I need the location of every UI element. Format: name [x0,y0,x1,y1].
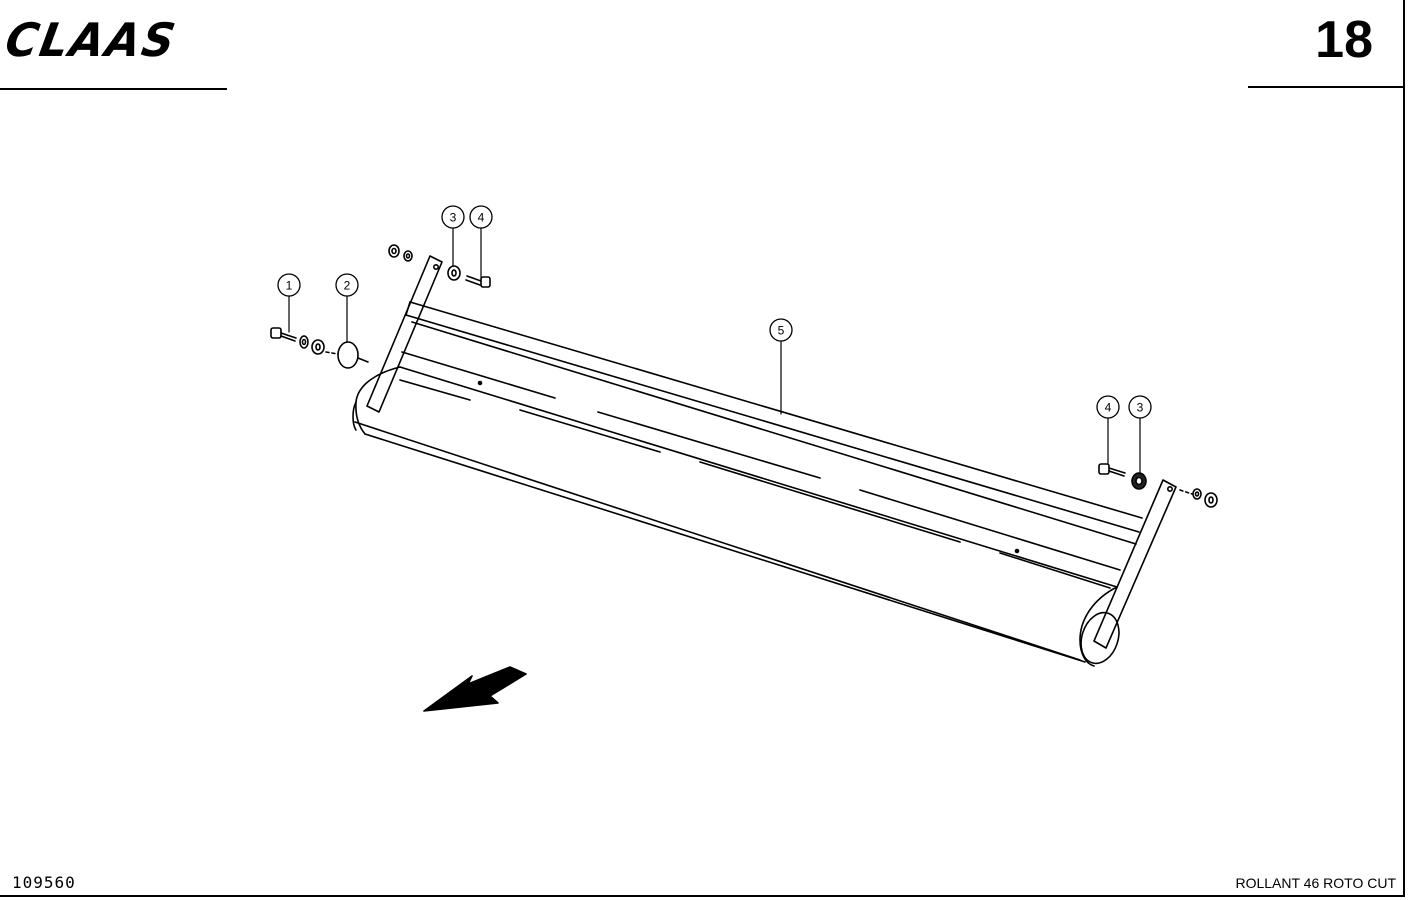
callout-3-right: 3 [1128,395,1152,419]
callout-3-left: 3 [441,205,465,229]
nut-washer-top-left [388,244,413,262]
callout-label-3-left: 3 [450,211,457,225]
nut-part-3-right [1131,472,1147,490]
callout-label-3-right: 3 [1137,401,1144,415]
washer-left [299,335,309,349]
nut-left [311,339,325,355]
left-side-plate [366,255,443,413]
callout-label-1: 1 [286,279,293,293]
model-name: ROLLANT 46 ROTO CUT [1235,875,1396,891]
drawing-number: 109560 [12,873,76,892]
callout-label-4-left: 4 [478,211,485,225]
bolt-part-1 [270,327,297,342]
callout-1: 1 [277,273,301,297]
deflector-beam [352,301,1143,667]
arrow-down-left-icon [423,666,527,712]
page-number: 18 [1315,11,1373,69]
callout-4-right: 4 [1096,395,1120,419]
callout-5: 5 [769,318,793,342]
leader-lines [288,227,1141,475]
nut-part-3-left [447,265,461,281]
callout-2: 2 [335,273,359,297]
washer-nut-right [1179,488,1218,508]
header-page-box: 18 [1248,0,1403,88]
header-logo-box: CLAAS [0,0,227,90]
bolt-part-4-right [1098,463,1126,477]
right-side-plate [1093,479,1177,649]
callout-4-left: 4 [469,205,493,229]
callout-label-4-right: 4 [1105,401,1112,415]
callout-label-2: 2 [344,279,351,293]
bolt-part-4-left [465,275,491,288]
callout-label-5: 5 [778,324,785,338]
disc-part-2 [325,341,369,369]
